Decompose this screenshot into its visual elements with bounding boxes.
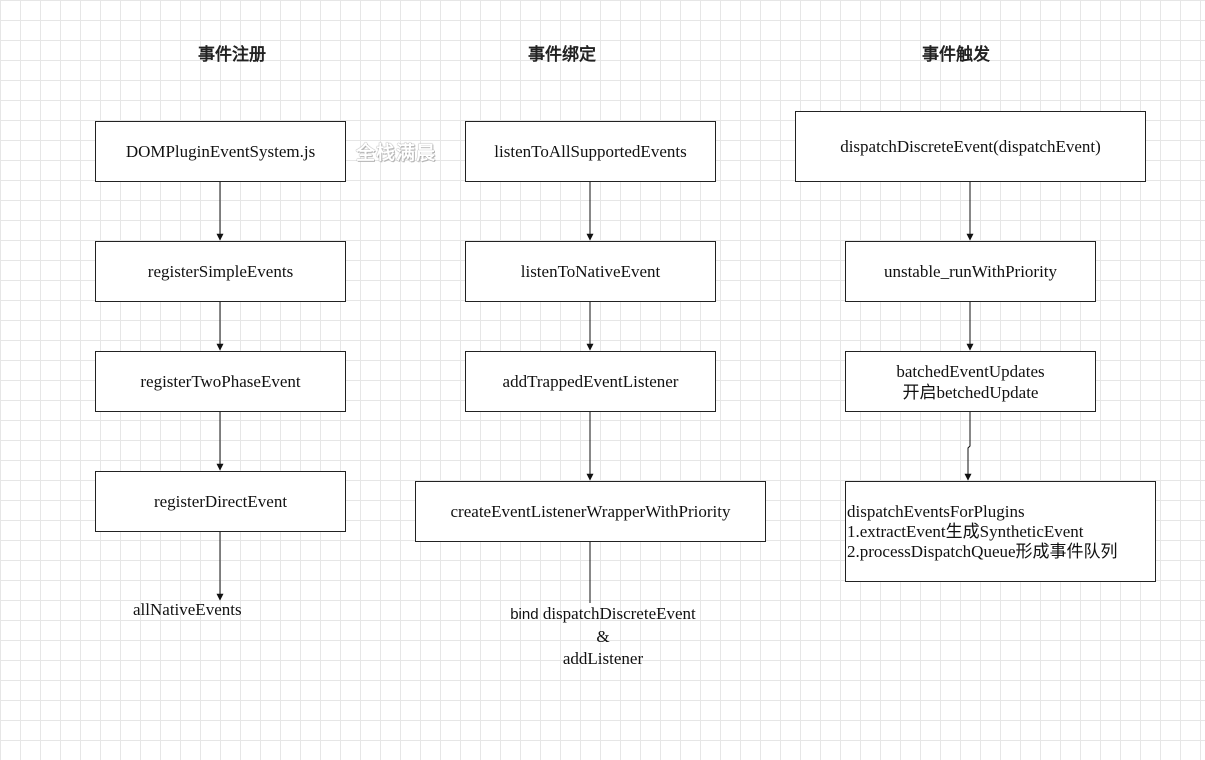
node-register-direct-event[interactable]: registerDirectEvent: [95, 471, 346, 532]
label-bind-result: bind dispatchDiscreteEvent & addListener: [486, 603, 720, 670]
node-unstable-run-with-priority[interactable]: unstable_runWithPriority: [845, 241, 1096, 302]
bind-add-listener: addListener: [562, 649, 644, 668]
node-create-event-listener-wrapper[interactable]: createEventListenerWrapperWithPriority: [415, 481, 766, 542]
plugins-line-3: 2.processDispatchQueue形成事件队列: [847, 541, 1118, 561]
node-register-simple-events[interactable]: registerSimpleEvents: [95, 241, 346, 302]
label-all-native-events: allNativeEvents: [133, 600, 242, 619]
plugins-line-2: 1.extractEvent生成SyntheticEvent: [847, 521, 1084, 541]
bind-ampersand: &: [596, 627, 610, 646]
heading-bind: 事件绑定: [528, 45, 596, 65]
batched-line-1: batchedEventUpdates: [896, 361, 1045, 381]
plugins-line-1: dispatchEventsForPlugins: [847, 501, 1025, 521]
node-batched-event-updates[interactable]: batchedEventUpdates 开启betchedUpdate: [845, 351, 1096, 412]
arrow-trigger-3: [964, 411, 972, 481]
node-add-trapped-event-listener[interactable]: addTrappedEventListener: [465, 351, 716, 412]
bind-dispatch-discrete-event: dispatchDiscreteEvent: [542, 604, 696, 623]
watermark-text: 全栈满晨: [356, 142, 437, 164]
node-dispatch-discrete-event[interactable]: dispatchDiscreteEvent(dispatchEvent): [795, 111, 1146, 182]
node-dom-plugin-event-system[interactable]: DOMPluginEventSystem.js: [95, 121, 346, 182]
node-listen-to-all-supported-events[interactable]: listenToAllSupportedEvents: [465, 121, 716, 182]
node-register-two-phase-event[interactable]: registerTwoPhaseEvent: [95, 351, 346, 412]
heading-trigger: 事件触发: [922, 45, 990, 65]
node-dispatch-events-for-plugins[interactable]: dispatchEventsForPlugins 1.extractEvent生…: [845, 481, 1156, 582]
heading-register: 事件注册: [198, 45, 266, 65]
batched-line-2: 开启betchedUpdate: [902, 382, 1039, 402]
node-listen-to-native-event[interactable]: listenToNativeEvent: [465, 241, 716, 302]
bind-keyword: bind: [510, 606, 539, 623]
